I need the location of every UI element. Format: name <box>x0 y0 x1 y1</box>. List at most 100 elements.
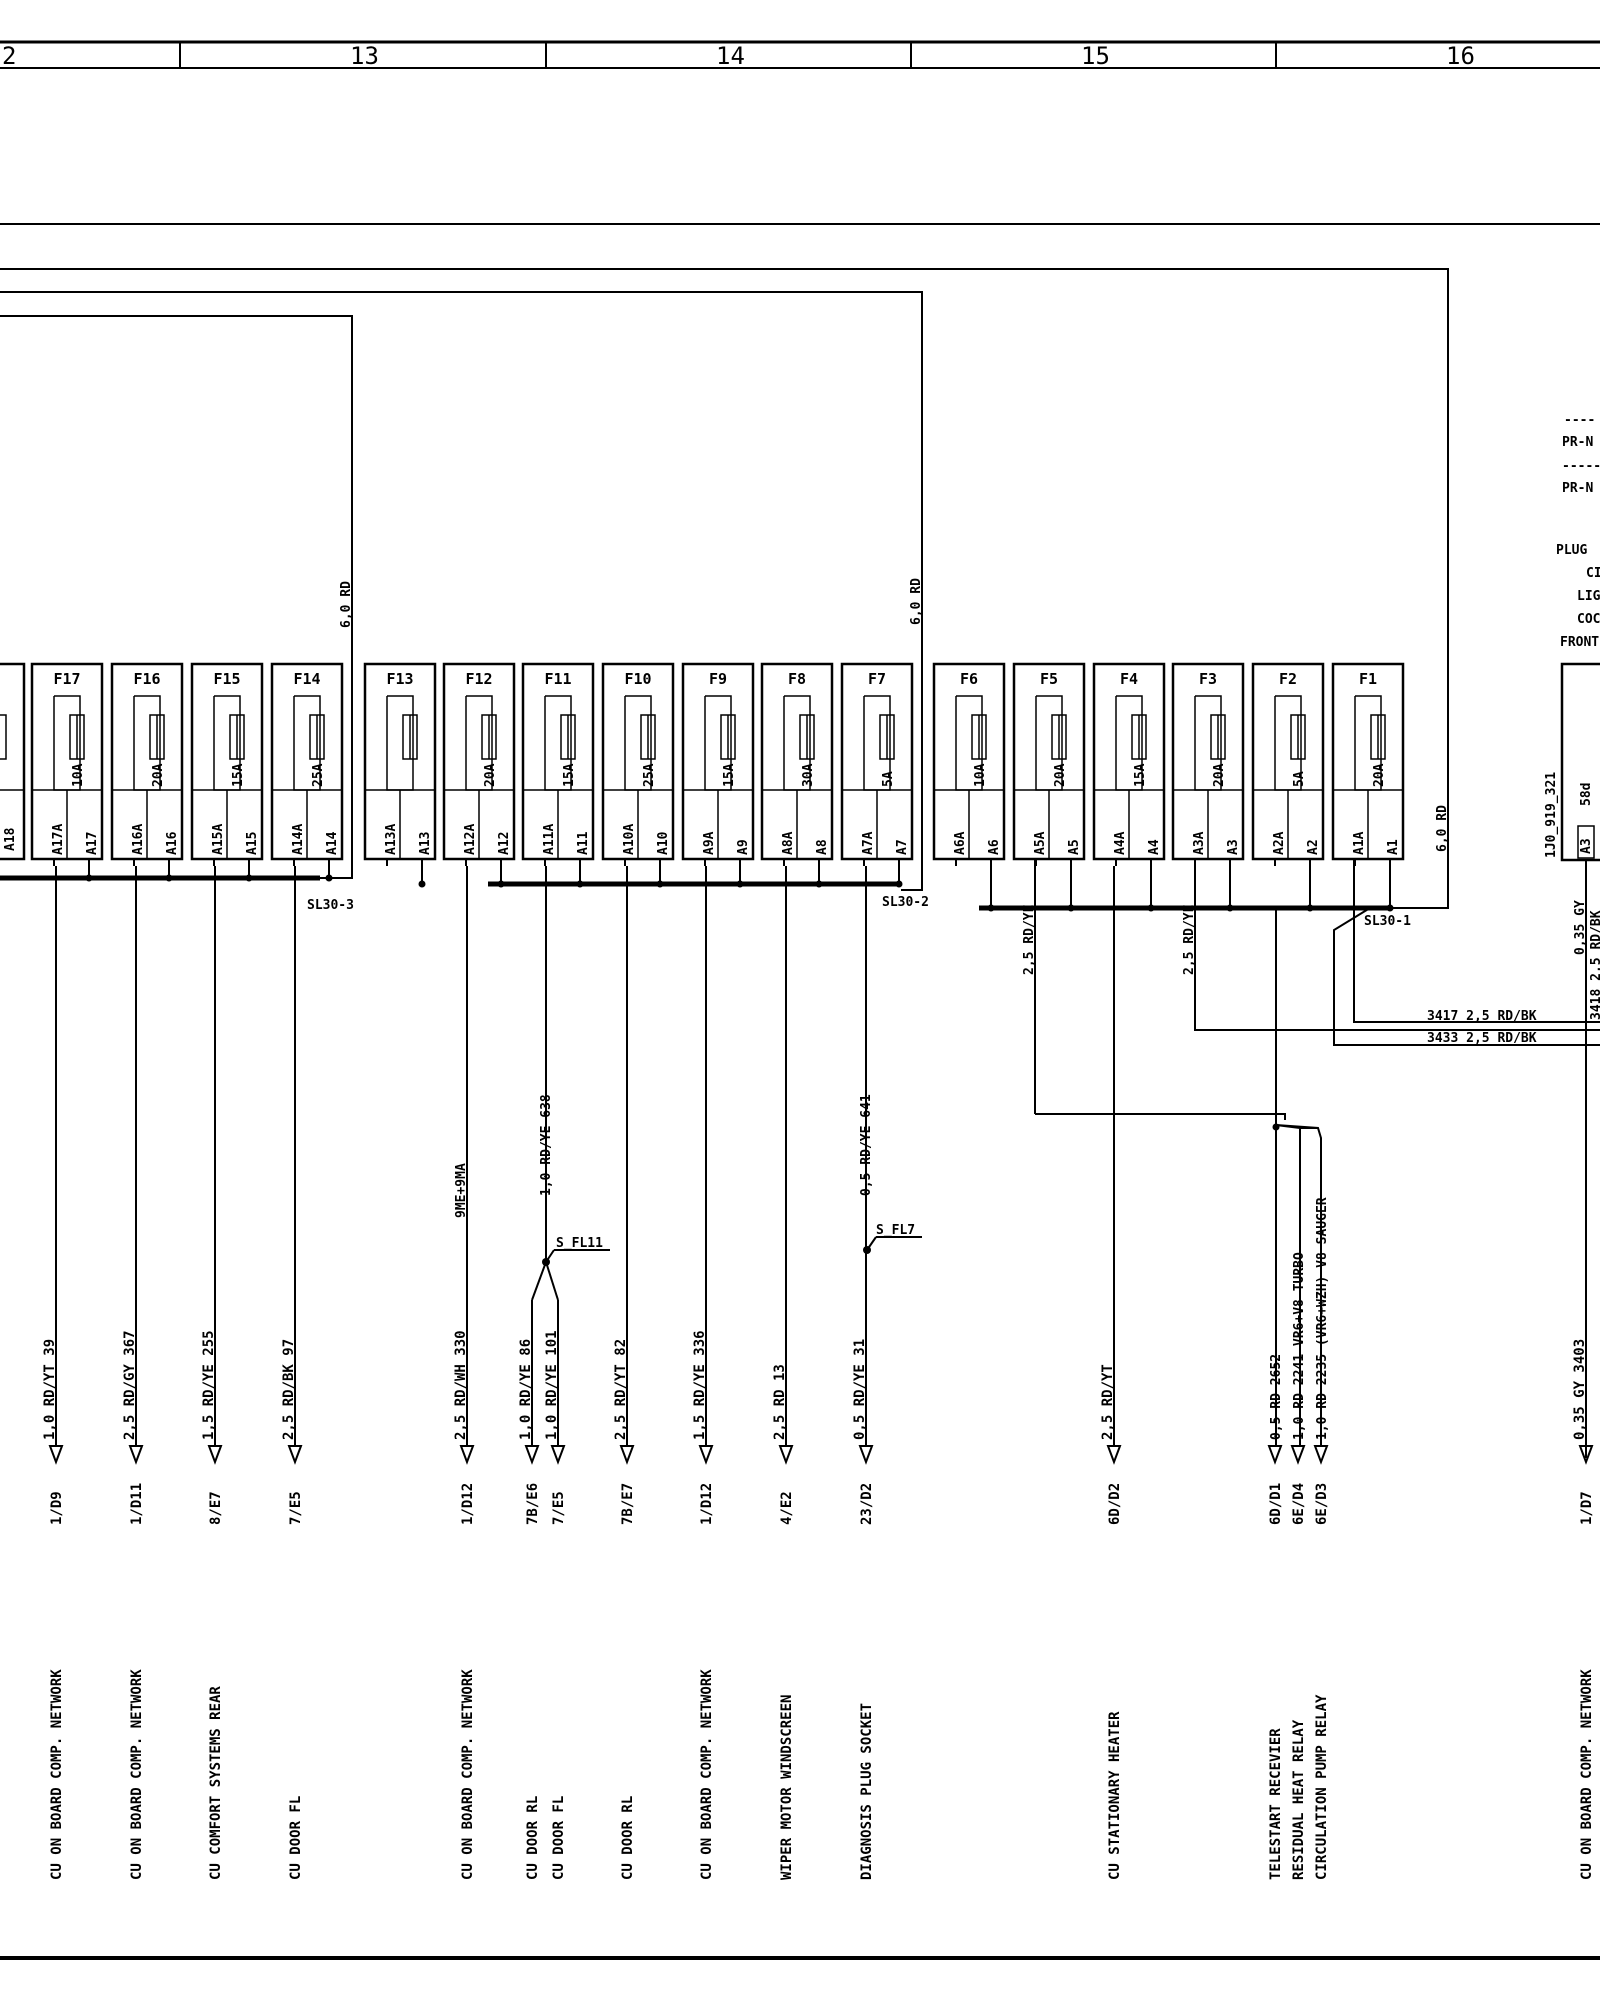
connector-label: 6E/D4 <box>1291 1483 1307 1525</box>
wire-label: 0,5 RD/YE 641 <box>859 1094 874 1196</box>
fuse-pin-label: A2A <box>1272 831 1287 855</box>
fuse-name: F10 <box>625 670 652 688</box>
fuse-pin-label: A7A <box>861 831 876 855</box>
fuse-name: F12 <box>466 670 493 688</box>
fuse-pin-label: A12A <box>463 824 478 855</box>
connector-label: 1/D9 <box>49 1491 65 1525</box>
destination-label: DIAGNOSIS PLUG SOCKET <box>859 1703 875 1880</box>
bus-bars: SL30-3 SL30-2 SL30-1 <box>0 875 1411 929</box>
wire-label: 9ME+9MA <box>454 1163 469 1218</box>
pin-label: 58d <box>1579 783 1594 806</box>
connector-label: 7B/E7 <box>620 1483 636 1525</box>
destination-label: CU ON BOARD COMP. NETWORK <box>460 1669 476 1880</box>
destination-label: CU DOOR FL <box>551 1796 567 1880</box>
fuse-rating: 30A <box>801 763 816 787</box>
fuse-rating: 25A <box>642 763 657 787</box>
splice-s-fl11: S_FL11 <box>531 1236 610 1301</box>
feed-wire-label: 6,0 RD <box>339 581 354 628</box>
destination-label: CU ON BOARD COMP. NETWORK <box>699 1669 715 1880</box>
fuse-pin-label: A4 <box>1147 839 1162 855</box>
wire-label: 2,5 RD 13 <box>772 1364 788 1440</box>
pr-number-label: PR-N <box>1562 435 1593 450</box>
fuse-name: F11 <box>545 670 572 688</box>
fuse-pin-label: A3 <box>1226 839 1241 855</box>
wire-label: 1,5 RD/YE 255 <box>201 1330 217 1440</box>
wire-label: 0,35 GY 3403 <box>1572 1339 1588 1440</box>
fuse-name: F2 <box>1279 670 1297 688</box>
destination-label: WIPER MOTOR WINDSCREEN <box>779 1695 795 1880</box>
destination-label: TELESTART RECEVIER <box>1268 1728 1284 1880</box>
fuse-pin-label: A3A <box>1192 831 1207 855</box>
busbar-label: SL30-1 <box>1364 914 1411 929</box>
wire-label: 2,5 RD/BK 97 <box>281 1339 297 1440</box>
fuse-pin-label: A16A <box>131 824 146 855</box>
fuse-pin-label: A17 <box>85 832 100 855</box>
connector-label: 7/E5 <box>551 1491 567 1525</box>
fuse-name: F3 <box>1199 670 1217 688</box>
fuse-name: F5 <box>1040 670 1058 688</box>
wire-label: 2,5 RD/YT 82 <box>613 1339 629 1440</box>
output-line: 1,0 RD 2235 (VR6+WZH) V8 SAUGER6E/D3CIRC… <box>1313 1197 1330 1880</box>
fuse-pin-label: A6A <box>953 831 968 855</box>
fuse-pin-label: A15A <box>211 824 226 855</box>
wire-label: 1,0 RD/YE 101 <box>544 1330 560 1440</box>
right-panel: ---- PR-N ----- PR-N PLUG CI LIG COC FRO… <box>1544 413 1600 1458</box>
connector-label: 1/D12 <box>699 1483 715 1525</box>
fuse-pin-label: A12 <box>497 832 512 855</box>
fuse-rating: 20A <box>151 763 166 787</box>
pr-number-label: PR-N <box>1562 481 1593 496</box>
column-number: 16 <box>1446 42 1475 70</box>
splice-label: S_FL11 <box>556 1236 603 1251</box>
connector-label: 1/D7 <box>1579 1491 1595 1525</box>
fuse-rating: 25A <box>311 763 326 787</box>
fuse-rating: 20A <box>483 763 498 787</box>
fuse-name: F13 <box>387 670 414 688</box>
column-number: 14 <box>716 42 745 70</box>
wire-label: 0,5 RD/YE 31 <box>852 1339 868 1440</box>
connector-label: 1/D11 <box>129 1483 145 1525</box>
wire-label: 2,5 RD/YE <box>1022 905 1037 975</box>
fuse-pin-label: A4A <box>1113 831 1128 855</box>
connector-label: 7/E5 <box>288 1491 304 1525</box>
connector-label: 23/D2 <box>859 1483 875 1525</box>
destination-label: CU ON BOARD COMP. NETWORK <box>129 1669 145 1880</box>
relay-wiring: 2,5 RD/YE 2,5 RD/YE 3417 2,5 RD/BK 3433 … <box>1022 860 1600 1445</box>
plug-label: CI <box>1586 566 1600 581</box>
wire-label: 3418 2,5 RD/BK <box>1589 910 1600 1020</box>
splice-s-fl7: S_FL7 <box>863 1223 922 1254</box>
plug-label: PLUG <box>1556 543 1587 558</box>
column-header: 2 13 14 15 16 <box>0 40 1600 70</box>
fuse-pin-label: A9A <box>702 831 717 855</box>
fuse-pin-label: A17A <box>51 824 66 855</box>
feed-wire-label: 6,0 RD <box>909 578 924 625</box>
destination-label: CU DOOR RL <box>525 1796 541 1880</box>
wire-label: 1,0 RD/YE 638 <box>539 1094 554 1196</box>
feed-wire-label: 6,0 RD <box>1435 805 1450 852</box>
plug-label: FRONT <box>1560 635 1599 650</box>
plug-label: LIG <box>1577 589 1600 604</box>
fuse-pin-label: A11A <box>542 824 557 855</box>
fuse-rating: 15A <box>722 763 737 787</box>
fuse-rating: 15A <box>231 763 246 787</box>
wire-label: 1,5 RD/YE 336 <box>692 1330 708 1440</box>
wire-label: 1,0 RD 2235 (VR6+WZH) V8 SAUGER <box>1315 1197 1330 1440</box>
connector-label: 4/E2 <box>779 1491 795 1525</box>
fuse-pin-label: A7 <box>895 839 910 855</box>
destination-label: RESIDUAL HEAT RELAY <box>1291 1719 1307 1880</box>
